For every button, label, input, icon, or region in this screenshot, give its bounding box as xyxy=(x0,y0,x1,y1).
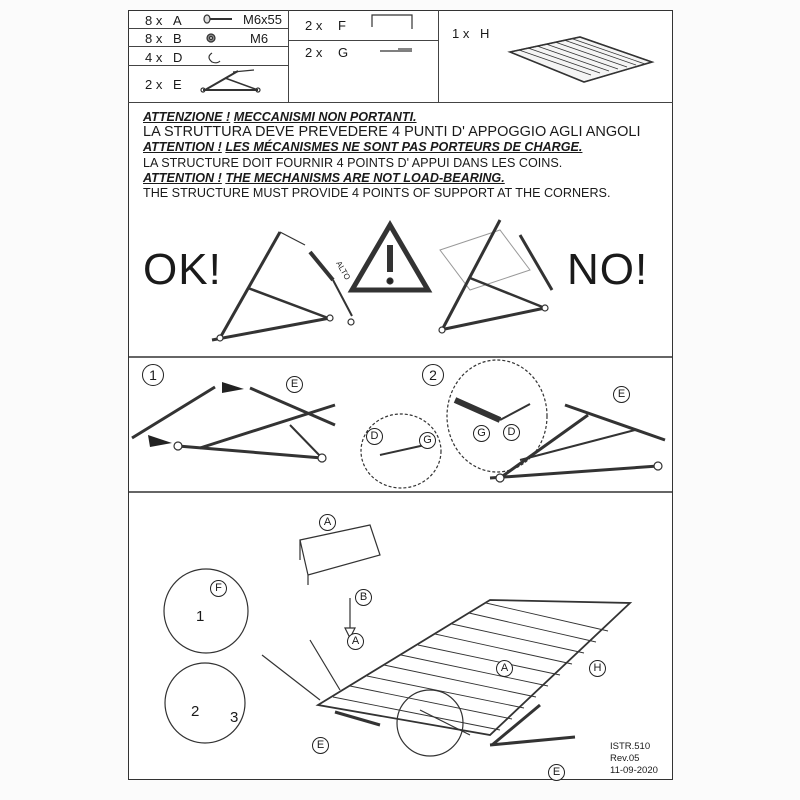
step-2-number: 2 xyxy=(422,364,444,386)
table-rule xyxy=(288,40,438,41)
page-frame xyxy=(128,10,673,780)
document-code: ISTR.510 xyxy=(610,741,651,752)
part-e-letter: E xyxy=(173,77,182,92)
ok-label: OK! xyxy=(143,245,222,294)
part-h-qty: 1 x xyxy=(452,26,470,41)
warning-fr-sub: LES MÉCANISMES NE SONT PAS PORTEURS DE C… xyxy=(225,140,583,155)
warning-fr-body: LA STRUCTURE DOIT FOURNIR 4 POINTS D' AP… xyxy=(143,155,563,170)
callout-e: E xyxy=(286,376,303,393)
bottom-mechanism-diagram xyxy=(334,703,576,747)
clip-icon xyxy=(208,52,221,64)
step1-mechanism-diagram xyxy=(131,385,336,463)
no-mechanism-diagram xyxy=(438,219,554,334)
part-d-qty: 4 x xyxy=(145,50,163,65)
table-rule xyxy=(288,10,289,102)
callout-d: D xyxy=(366,428,383,445)
callout-b: B xyxy=(355,589,372,606)
bed-frame-diagram xyxy=(261,599,633,736)
slatted-frame-icon xyxy=(507,36,655,83)
detail-circles xyxy=(163,568,464,757)
bracket-icon xyxy=(371,14,413,29)
part-a-letter: A xyxy=(173,13,182,28)
table-rule xyxy=(438,10,439,102)
document-revision: Rev.05 xyxy=(610,753,640,764)
part-a-spec: M6x55 xyxy=(243,12,283,27)
part-g-letter: G xyxy=(338,45,349,60)
part-b-qty: 8 x xyxy=(145,31,163,46)
callout-e: E xyxy=(548,764,565,781)
warning-en-body: THE STRUCTURE MUST PROVIDE 4 POINTS OF S… xyxy=(143,186,611,201)
part-e-qty: 2 x xyxy=(145,77,163,92)
part-a-qty: 8 x xyxy=(145,13,163,28)
screw-down-arrow xyxy=(344,598,356,640)
part-h-letter: H xyxy=(480,26,490,41)
warning-it-body: LA STRUTTURA DEVE PREVEDERE 4 PUNTI D' A… xyxy=(143,124,641,141)
detail-step-3: 3 xyxy=(230,709,239,726)
detail-step-2: 2 xyxy=(191,703,200,720)
no-label: NO! xyxy=(567,245,649,294)
part-b-spec: M6 xyxy=(250,31,269,46)
callout-e: E xyxy=(613,386,630,403)
detail-step-1: 1 xyxy=(196,608,205,625)
warning-en-title: ATTENTION ! xyxy=(143,170,222,185)
table-rule xyxy=(128,46,288,47)
table-rule xyxy=(128,65,288,66)
gas-spring-ok xyxy=(308,250,353,317)
arrow-icon xyxy=(148,382,244,447)
callout-f: F xyxy=(210,580,227,597)
nut-icon xyxy=(206,33,216,43)
callout-a: A xyxy=(496,660,513,677)
ok-mechanism-diagram xyxy=(211,231,355,342)
warning-triangle-icon xyxy=(347,220,433,293)
callout-g: G xyxy=(473,425,490,442)
bracket-detail xyxy=(299,524,381,585)
part-f-letter: F xyxy=(338,18,346,33)
warning-it-sub: MECCANISMI NON PORTANTI. xyxy=(233,110,417,124)
document-stamp: ISTR.510 Rev.05 11-09-2020 xyxy=(610,741,658,777)
callout-h: H xyxy=(589,660,606,677)
warning-block: ATTENZIONE ! MECCANISMI NON PORTANTI. LA… xyxy=(143,110,663,201)
bolt-icon xyxy=(203,14,232,24)
step-1-number: 1 xyxy=(142,364,164,386)
table-rule xyxy=(128,28,288,29)
callout-d: D xyxy=(503,424,520,441)
part-d-letter: D xyxy=(173,50,183,65)
table-rule xyxy=(128,102,673,103)
warning-fr-title: ATTENTION ! xyxy=(143,140,222,155)
callout-a: A xyxy=(347,633,364,650)
document-date: 11-09-2020 xyxy=(610,765,658,776)
callout-g: G xyxy=(419,432,436,449)
step2-mechanism-diagram xyxy=(489,403,666,483)
part-b-letter: B xyxy=(173,31,182,46)
pin-icon xyxy=(380,48,412,52)
callout-a: A xyxy=(319,514,336,531)
warning-it-title: ATTENZIONE ! xyxy=(143,110,231,124)
mechanism-icon xyxy=(200,69,261,93)
step2-detail-diagram xyxy=(360,359,548,489)
part-g-qty: 2 x xyxy=(305,45,323,60)
part-f-qty: 2 x xyxy=(305,18,323,33)
callout-e: E xyxy=(312,737,329,754)
warning-en-sub: THE MECHANISMS ARE NOT LOAD-BEARING. xyxy=(225,170,505,185)
